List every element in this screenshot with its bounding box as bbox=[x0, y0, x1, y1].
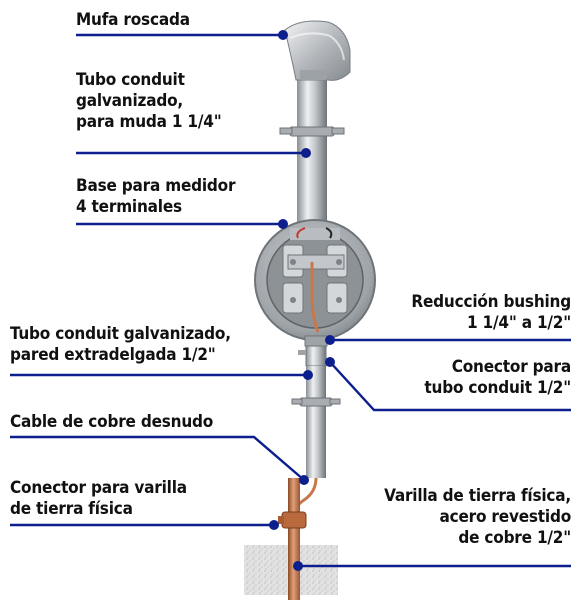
dot-tubo-extradelgada bbox=[303, 370, 313, 380]
rod-clamp bbox=[278, 511, 307, 529]
leader-conector-tubo bbox=[329, 361, 571, 412]
dot-varilla bbox=[293, 561, 303, 571]
label-reduccion-bushing: Reducción bushing 1 1/4" a 1/2" bbox=[411, 292, 571, 333]
meter-base bbox=[254, 219, 376, 341]
dot-conector-tubo bbox=[325, 357, 335, 367]
weatherhead-cap bbox=[284, 20, 351, 81]
label-base-medidor: Base para medidor 4 terminales bbox=[76, 176, 236, 217]
dot-reduccion bbox=[325, 335, 335, 345]
dot-mufa bbox=[278, 30, 288, 40]
label-varilla-tierra: Varilla de tierra física, acero revestid… bbox=[384, 486, 571, 548]
leader-cable bbox=[10, 435, 305, 481]
dot-base-medidor bbox=[278, 219, 288, 229]
dot-cable bbox=[299, 475, 309, 485]
label-conector-tubo: Conector para tubo conduit 1/2" bbox=[424, 357, 571, 398]
conduit-pipe-upper bbox=[297, 55, 327, 235]
pipe-strap-lower bbox=[299, 397, 333, 407]
dot-tubo-conduit bbox=[301, 148, 311, 158]
pipe-strap-upper bbox=[289, 126, 335, 137]
conduit-pipe-lower bbox=[306, 366, 326, 478]
dot-conector-varilla bbox=[269, 520, 279, 530]
bushing bbox=[304, 335, 328, 347]
label-mufa-roscada: Mufa roscada bbox=[76, 10, 190, 30]
conduit-connector bbox=[305, 345, 327, 367]
label-tubo-extradelgada: Tubo conduit galvanizado, pared extradel… bbox=[10, 324, 231, 365]
label-cable-cobre: Cable de cobre desnudo bbox=[10, 412, 214, 432]
ground-rod bbox=[288, 478, 300, 600]
label-tubo-conduit: Tubo conduit galvanizado, para muda 1 1/… bbox=[76, 70, 222, 132]
label-conector-varilla: Conector para varilla de tierra física bbox=[10, 478, 187, 519]
